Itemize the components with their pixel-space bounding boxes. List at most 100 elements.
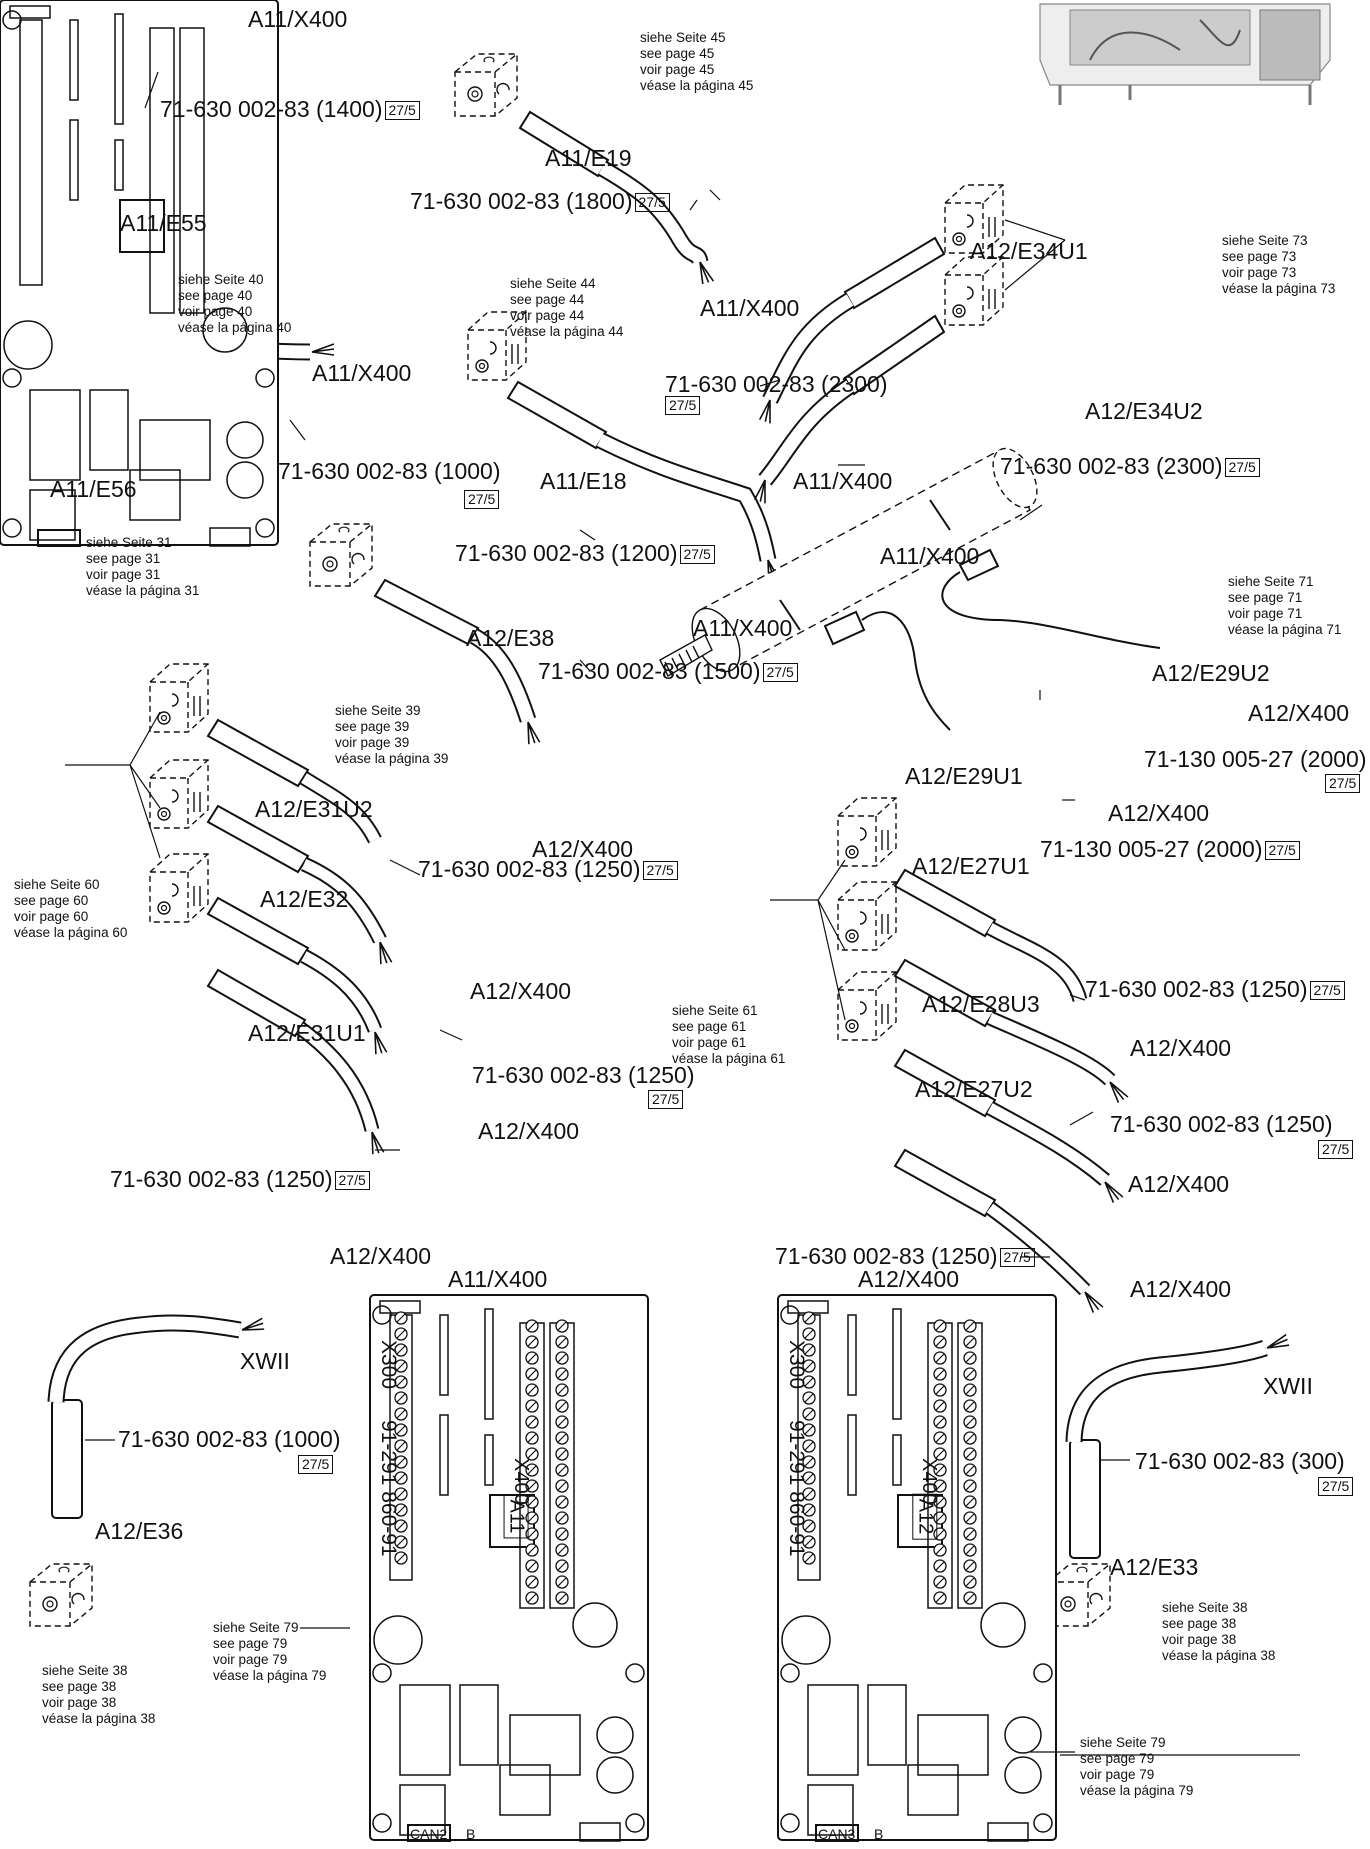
sensor-a12-e34u2 [753, 314, 946, 505]
screw-slot [804, 1425, 814, 1435]
label-s2-top: A11/X400 [312, 360, 412, 386]
screw-slot [935, 1529, 945, 1539]
screw-slot [804, 1553, 814, 1563]
label-s16-end: A12/X400 [1130, 1276, 1232, 1302]
label-s8-name: A12/E29U2 [1152, 660, 1270, 686]
ref-line: siehe Seite 31 [86, 535, 172, 550]
screw-slot [965, 1417, 975, 1427]
board-right-can: CAN3 [818, 1826, 856, 1842]
label-s15-end: A12/X400 [1128, 1171, 1230, 1197]
label-s3-part: 71-630 002-83 (1800)27/5 [410, 190, 670, 213]
ref-line: see page 38 [1162, 1616, 1237, 1631]
ref-line: voir page 60 [14, 909, 89, 924]
screw-slot [804, 1489, 814, 1499]
label-s2-part: 71-630 002-83 (1000) [278, 458, 501, 484]
tag-27-5: 27/5 [1309, 981, 1345, 1001]
tag-27-5: 27/5 [634, 193, 670, 213]
screw-slot [396, 1473, 406, 1483]
label-s4-name: A11/E18 [540, 468, 627, 494]
screw-slot [965, 1353, 975, 1363]
tag-27-5: 27/5 [679, 545, 715, 565]
screw-slot [527, 1321, 537, 1331]
screw-slot [965, 1497, 975, 1507]
tag-27-5: 27/5 [298, 1455, 334, 1474]
ref-line: voir page 71 [1228, 606, 1303, 621]
screw-slot [965, 1465, 975, 1475]
screw-slot [396, 1553, 406, 1563]
ref-line: siehe Seite 71 [1228, 574, 1314, 589]
ref-line: véase la página 40 [178, 320, 292, 335]
ref-line: see page 71 [1228, 590, 1303, 605]
machine-thumbnail [1030, 0, 1340, 110]
label-s12-end: A12/X400 [478, 1118, 580, 1144]
board-left-part: 91-291 860-91 [377, 1420, 400, 1557]
sensor-a12-e32 [206, 804, 393, 965]
ref-line: véase la página 44 [510, 324, 624, 339]
board-right-connector: X300 [785, 1340, 808, 1390]
sensor-a12-e27u2 [893, 1048, 1124, 1204]
screw-slot [965, 1593, 975, 1603]
label-s14-end: A12/X400 [1130, 1035, 1232, 1061]
screw-slot [557, 1417, 567, 1427]
screw-slot [396, 1505, 406, 1515]
ref-line: voir page 38 [42, 1695, 117, 1710]
screw-slot [527, 1593, 537, 1603]
label-s17-top: XWII [240, 1348, 290, 1374]
board-left-title: A11/X400 [448, 1266, 548, 1292]
label-s2-left: A11/E56 [50, 476, 137, 502]
screw-slot [396, 1313, 406, 1323]
screw-slot [557, 1577, 567, 1587]
ref-line: siehe Seite 39 [335, 703, 421, 718]
screw-slot [557, 1449, 567, 1459]
tag-27-5: 27/5 [999, 1248, 1035, 1268]
label-s6-part: 71-630 002-83 (2300)27/5 [1000, 455, 1260, 478]
heating-element [659, 447, 1038, 677]
screw-slot [396, 1521, 406, 1531]
ref-line: véase la página 61 [672, 1051, 786, 1066]
ref-line: véase la página 45 [640, 78, 754, 93]
screw-slot [527, 1497, 537, 1507]
screw-slot [396, 1345, 406, 1355]
screw-slot [804, 1377, 814, 1387]
screw-slot [804, 1505, 814, 1515]
screw-slot [396, 1425, 406, 1435]
ref-line: voir page 73 [1222, 265, 1297, 280]
screw-slot [804, 1345, 814, 1355]
label-s6-name: A12/E34U2 [1085, 398, 1203, 424]
label-s18-part: 71-630 002-83 (300) [1135, 1448, 1345, 1474]
label-s13-part-text: 71-630 002-83 (1250) [1085, 976, 1308, 1002]
pcb-left-placeholder [369, 1294, 649, 1842]
screw-slot [935, 1321, 945, 1331]
screw-slot [527, 1481, 537, 1491]
screw-slot [527, 1513, 537, 1523]
label-s13-name: A12/E27U1 [912, 853, 1030, 879]
label-s1-part-text: 71-630 002-83 (1400) [160, 96, 383, 122]
label-s7-end: A12/X400 [532, 836, 634, 862]
label-s1-part: 71-630 002-83 (1400)27/5 [160, 98, 420, 121]
ref-line: siehe Seite 38 [42, 1663, 128, 1678]
ref-line: voir page 39 [335, 735, 410, 750]
screw-slot [396, 1457, 406, 1467]
screw-slot [527, 1561, 537, 1571]
tag-27-5: 27/5 [1318, 1140, 1354, 1159]
sensor-a12-e29u2 [941, 548, 1161, 649]
sensor-a12-e28u3 [893, 958, 1129, 1104]
sensor-a11-e19 [518, 110, 715, 285]
screw-slot [804, 1409, 814, 1419]
screw-slot [557, 1401, 567, 1411]
tag-27-5: 27/5 [384, 101, 420, 121]
screw-slot [965, 1337, 975, 1347]
screw-slot [804, 1393, 814, 1403]
screw-slot [557, 1545, 567, 1555]
label-s10-name: A12/E31U2 [255, 796, 373, 822]
screw-slot [935, 1497, 945, 1507]
tag-27-5: 27/5 [1224, 458, 1260, 478]
sensor-left-bottom [206, 968, 385, 1155]
label-s9-end: A12/X400 [1108, 800, 1210, 826]
screw-slot [965, 1449, 975, 1459]
